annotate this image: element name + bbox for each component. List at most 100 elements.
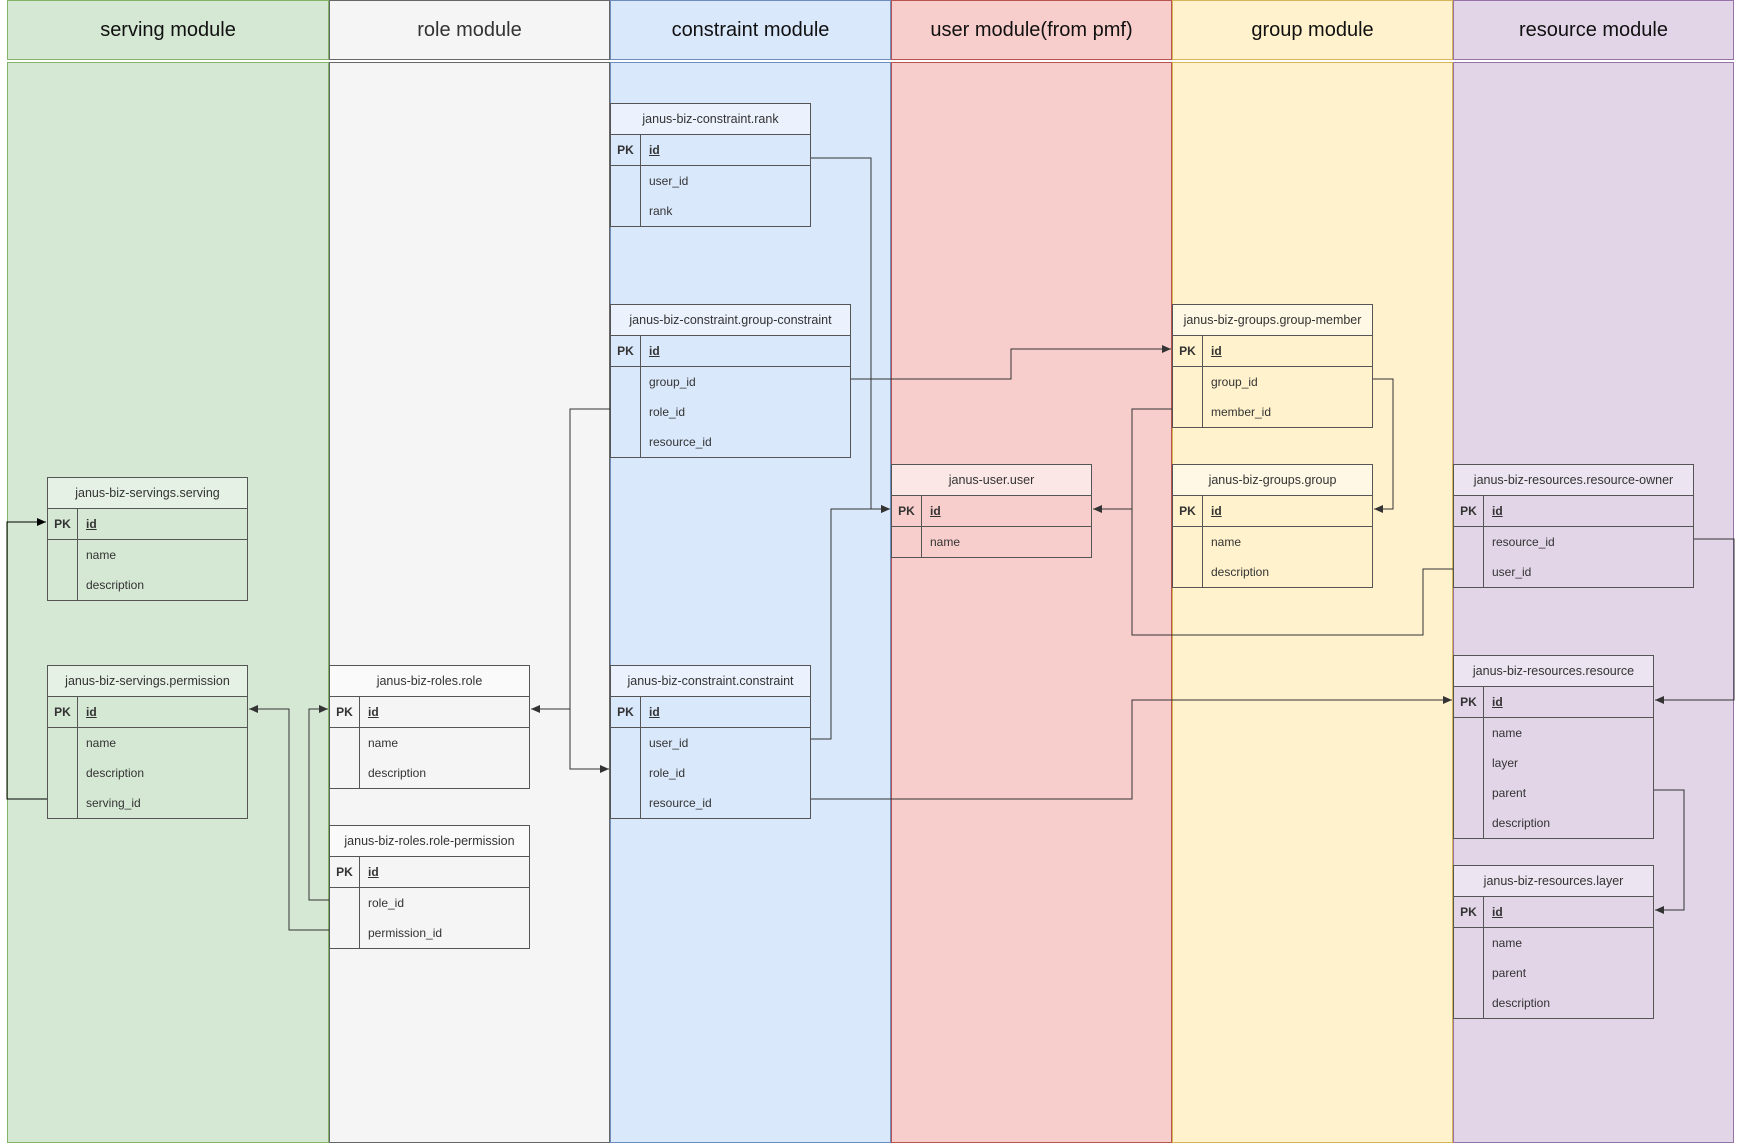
lane-body-user bbox=[891, 62, 1172, 1143]
pk-label: PK bbox=[611, 336, 641, 366]
field-permission-id: permission_id bbox=[368, 926, 443, 940]
table-title: janus-biz-roles.role-permission bbox=[330, 826, 529, 857]
table-title: janus-biz-groups.group-member bbox=[1173, 305, 1372, 336]
field-description: description bbox=[368, 766, 427, 780]
field-name: name bbox=[1492, 726, 1523, 740]
table-title: janus-biz-constraint.rank bbox=[611, 104, 810, 135]
lane-title-resource: resource module bbox=[1519, 18, 1668, 41]
pk-field: id bbox=[368, 865, 379, 879]
lane-title-constraint: constraint module bbox=[671, 18, 830, 41]
field-description: description bbox=[86, 578, 145, 592]
pk-label: PK bbox=[1454, 496, 1484, 526]
table-resource[interactable]: janus-biz-resources.resource PK id name l… bbox=[1453, 655, 1654, 839]
field-name: name bbox=[86, 736, 117, 750]
table-title: janus-biz-constraint.constraint bbox=[611, 666, 810, 697]
field-user-id: user_id bbox=[1492, 565, 1532, 579]
pk-label: PK bbox=[611, 135, 641, 165]
lane-title-user: user module(from pmf) bbox=[930, 18, 1133, 41]
field-serving-id: serving_id bbox=[86, 796, 141, 810]
pk-label: PK bbox=[1173, 496, 1203, 526]
lane-body-serving bbox=[7, 62, 329, 1143]
pk-label: PK bbox=[330, 697, 360, 727]
table-constraint[interactable]: janus-biz-constraint.constraint PK id use… bbox=[610, 665, 811, 819]
pk-field: id bbox=[1211, 344, 1222, 358]
field-layer: layer bbox=[1492, 756, 1519, 770]
table-group[interactable]: janus-biz-groups.group PK id name descrip… bbox=[1172, 464, 1373, 588]
lane-title-group: group module bbox=[1251, 18, 1374, 41]
pk-field: id bbox=[86, 705, 97, 719]
field-role-id: role_id bbox=[649, 405, 686, 419]
table-rank[interactable]: janus-biz-constraint.rank PK id user_id r… bbox=[610, 103, 811, 227]
table-title: janus-biz-servings.serving bbox=[48, 478, 247, 509]
pk-field: id bbox=[368, 705, 379, 719]
table-title: janus-biz-resources.resource bbox=[1454, 656, 1653, 687]
field-description: description bbox=[1492, 996, 1551, 1010]
field-group-id: group_id bbox=[649, 375, 696, 389]
field-name: name bbox=[1492, 936, 1523, 950]
lane-header-role: role module bbox=[329, 0, 610, 60]
field-resource-id: resource_id bbox=[1492, 535, 1555, 549]
lane-body-role bbox=[329, 62, 610, 1143]
field-description: description bbox=[1211, 565, 1270, 579]
pk-field: id bbox=[649, 344, 660, 358]
lane-title-role: role module bbox=[417, 18, 522, 41]
field-name: name bbox=[930, 535, 961, 549]
table-group-constraint[interactable]: janus-biz-constraint.group-constraint PK… bbox=[610, 304, 851, 458]
lane-body-group bbox=[1172, 62, 1453, 1143]
pk-label: PK bbox=[48, 697, 78, 727]
lane-header-user: user module(from pmf) bbox=[891, 0, 1172, 60]
field-role-id: role_id bbox=[368, 896, 405, 910]
pk-field: id bbox=[649, 143, 660, 157]
field-member-id: member_id bbox=[1211, 405, 1272, 419]
field-resource-id: resource_id bbox=[649, 435, 712, 449]
table-serving[interactable]: janus-biz-servings.serving PK id name des… bbox=[47, 477, 248, 601]
table-role-permission[interactable]: janus-biz-roles.role-permission PK id rol… bbox=[329, 825, 530, 949]
field-group-id: group_id bbox=[1211, 375, 1258, 389]
field-role-id: role_id bbox=[649, 766, 686, 780]
table-user[interactable]: janus-user.user PK id name bbox=[891, 464, 1092, 558]
table-title: janus-biz-servings.permission bbox=[48, 666, 247, 697]
pk-label: PK bbox=[611, 697, 641, 727]
table-role[interactable]: janus-biz-roles.role PK id name descripti… bbox=[329, 665, 530, 789]
table-title: janus-biz-resources.layer bbox=[1454, 866, 1653, 897]
pk-label: PK bbox=[1454, 897, 1484, 927]
pk-field: id bbox=[930, 504, 941, 518]
table-title: janus-biz-constraint.group-constraint bbox=[611, 305, 850, 336]
table-title: janus-biz-groups.group bbox=[1173, 465, 1372, 496]
field-user-id: user_id bbox=[649, 736, 689, 750]
table-group-member[interactable]: janus-biz-groups.group-member PK id group… bbox=[1172, 304, 1373, 428]
pk-label: PK bbox=[1454, 687, 1484, 717]
table-title: janus-user.user bbox=[892, 465, 1091, 496]
table-title: janus-biz-resources.resource-owner bbox=[1454, 465, 1693, 496]
field-description: description bbox=[86, 766, 145, 780]
pk-label: PK bbox=[892, 496, 922, 526]
field-user-id: user_id bbox=[649, 174, 689, 188]
field-name: name bbox=[86, 548, 117, 562]
table-layer[interactable]: janus-biz-resources.layer PK id name pare… bbox=[1453, 865, 1654, 1019]
lane-header-resource: resource module bbox=[1453, 0, 1734, 60]
field-parent: parent bbox=[1492, 786, 1527, 800]
lane-header-group: group module bbox=[1172, 0, 1453, 60]
pk-field: id bbox=[86, 517, 97, 531]
lane-header-serving: serving module bbox=[7, 0, 329, 60]
pk-field: id bbox=[1492, 905, 1503, 919]
pk-field: id bbox=[649, 705, 660, 719]
pk-field: id bbox=[1492, 695, 1503, 709]
pk-field: id bbox=[1211, 504, 1222, 518]
field-name: name bbox=[368, 736, 399, 750]
lane-title-serving: serving module bbox=[100, 18, 236, 41]
field-resource-id: resource_id bbox=[649, 796, 712, 810]
lane-header-constraint: constraint module bbox=[610, 0, 891, 60]
table-title: janus-biz-roles.role bbox=[330, 666, 529, 697]
pk-field: id bbox=[1492, 504, 1503, 518]
field-description: description bbox=[1492, 816, 1551, 830]
field-parent: parent bbox=[1492, 966, 1527, 980]
pk-label: PK bbox=[48, 509, 78, 539]
pk-label: PK bbox=[330, 857, 360, 887]
pk-label: PK bbox=[1173, 336, 1203, 366]
field-rank: rank bbox=[649, 204, 673, 218]
field-name: name bbox=[1211, 535, 1242, 549]
